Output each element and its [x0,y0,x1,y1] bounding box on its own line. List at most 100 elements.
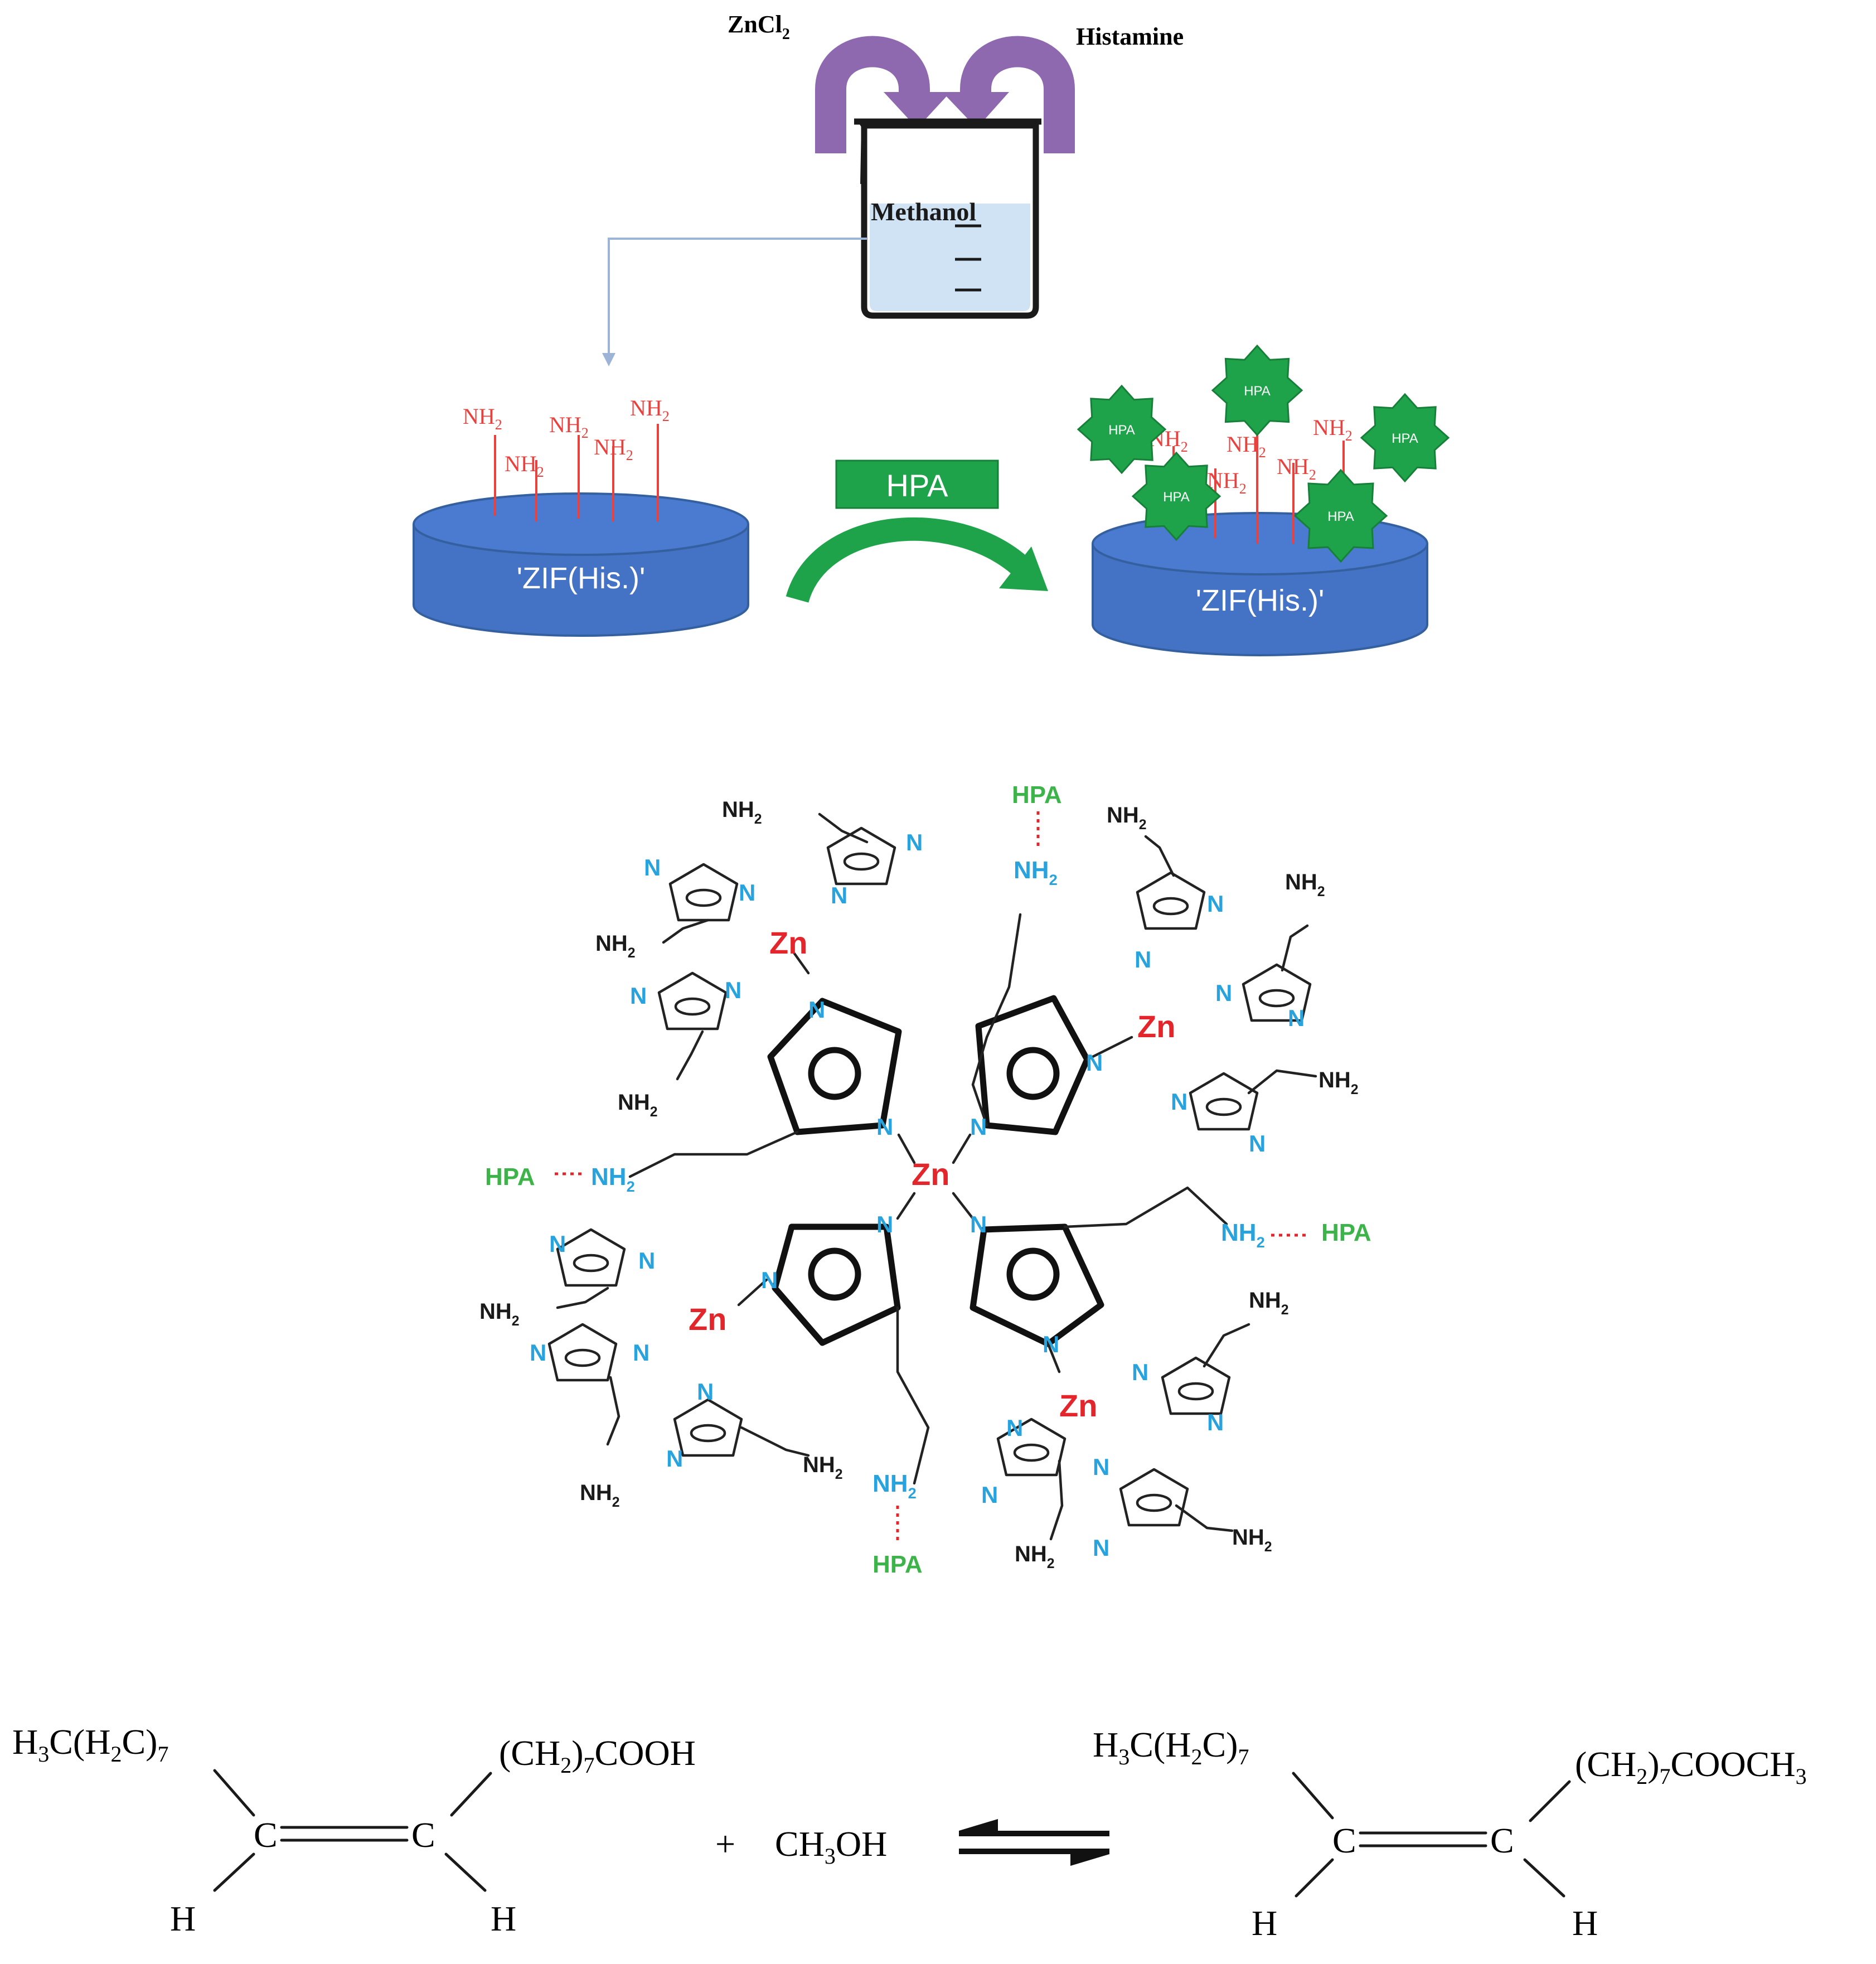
nitrogen-atom: N [876,1211,893,1237]
amine-label: NH2 [1285,870,1325,899]
esterification-reaction: H3C(H2C)7 (CH2)7COOH C C H H + CH3OH H3C… [12,1722,1807,1943]
nitrogen-atom: N [831,882,847,908]
transfer-arrow-icon [602,238,867,366]
amine-label: NH2 [722,797,762,827]
nitrogen-atom: N [633,1339,649,1366]
nitrogen-atom: N [761,1267,778,1293]
nitrogen-atom: N [644,854,661,881]
amine-label: NH2 [594,434,633,463]
amine-label: NH2 [1227,432,1266,461]
carbon-atom: C [411,1815,435,1855]
nitrogen-atom: N [970,1114,987,1140]
hpa-star-label: HPA [1327,509,1354,524]
imidazole-ring-icon [547,1323,618,1382]
reagent-histamine: Histamine [1076,23,1184,50]
zinc-atom: Zn [769,925,807,960]
amine-label: NH2 [1318,1068,1359,1097]
amine-label: NH2 [1232,1525,1272,1555]
nitrogen-atom: N [906,829,923,855]
nitrogen-atom: N [1207,1409,1224,1435]
amine-label: NH2 [1107,803,1147,833]
amine-label: NH2 [580,1481,620,1510]
support-label-right: 'ZIF(His.)' [1196,584,1325,617]
zinc-atom: Zn [1137,1009,1175,1044]
nitrogen-atom: N [549,1231,566,1257]
carbon-atom: C [254,1815,278,1855]
imidazole-ring-icon [673,1398,743,1457]
imidazole-ring-icon [668,863,739,922]
zinc-atom: Zn [689,1302,726,1337]
hpa-label: HPA [872,1551,923,1578]
hpa-box [835,459,999,509]
zinc-atom: Zn [1059,1388,1097,1423]
amine-label: NH2 [549,412,589,441]
imidazole-ring-icon [1136,871,1206,930]
imidazole-ring-icon [1119,1468,1189,1527]
solvent-label: Methanol [871,197,976,226]
nitrogen-atom: NH2 [591,1163,635,1195]
reagent-zncl2: ZnCl2 [728,11,790,43]
hpa-star-icon: HPA [1293,468,1388,563]
nitrogen-atom: N [1006,1415,1023,1441]
hpa-box-label: HPA [886,468,949,503]
amine-label: NH2 [463,404,502,433]
reactant-right-group: (CH2)7COOH [499,1733,696,1778]
amine-label: NH2 [803,1453,843,1482]
hpa-star-label: HPA [1392,431,1418,446]
nitrogen-atom: N [530,1339,546,1366]
imidazole-ring-icon [1242,963,1312,1022]
carbon-atom: C [1332,1821,1356,1860]
hydrogen-atom: H [1572,1903,1598,1943]
reagent-arrow-left-icon [815,36,951,153]
nitrogen-atom: N [1132,1359,1148,1385]
amine-label: NH2 [1207,468,1247,497]
hydrogen-atom: H [1252,1903,1277,1943]
synthesis-panel: ZnCl2 Histamine Methanol [602,11,1184,366]
hpa-star-label: HPA [1108,423,1135,438]
zinc-atom: Zn [912,1157,949,1192]
imidazole-ring-icon [1189,1072,1259,1131]
amine-label: NH2 [1313,415,1353,444]
nitrogen-atom: N [666,1445,683,1472]
hpa-label: HPA [485,1163,535,1191]
hpa-label: HPA [1012,781,1062,809]
hpa-star-label: HPA [1244,384,1271,399]
nitrogen-atom: N [1171,1089,1187,1115]
support-disk-left: 'ZIF(His.)' [413,492,749,637]
nitrogen-atom: N [1215,980,1232,1006]
nitrogen-atom: N [1093,1535,1109,1561]
methyl-oleate: H3C(H2C)7 (CH2)7COOCH3 C C H H [1093,1725,1807,1943]
reactant-left-group: H3C(H2C)7 [12,1722,168,1767]
central-rings [767,995,1104,1347]
immobilization-panel: 'ZIF(His.)' NH2 NH2 NH2 NH2 NH2 HPA [413,344,1450,656]
amine-label: NH2 [1249,1288,1289,1318]
plus-sign: + [715,1824,735,1864]
nitrogen-atom: N [1093,1454,1109,1480]
methanol-reagent: CH3OH [775,1824,887,1869]
nitrogen-atom: N [1043,1331,1059,1357]
support-label-left: 'ZIF(His.)' [517,562,646,595]
nitrogen-atom: N [876,1114,893,1140]
nitrogen-atom: N [981,1482,998,1508]
hpa-star-icon: HPA [1360,393,1450,483]
nitrogen-atom: N [1135,946,1151,973]
beaker-icon: Methanol [854,118,1041,319]
nitrogen-atom: N [725,977,741,1003]
nitrogen-atom: N [739,879,755,906]
product-left-group: H3C(H2C)7 [1093,1725,1249,1769]
imidazole-ring-icon [826,826,896,886]
nitrogen-atom: N [808,996,825,1023]
hpa-star-icon: HPA [1131,451,1221,541]
zn-bonds [737,952,1133,1373]
nitrogen-atom: N [630,983,647,1009]
nitrogen-atom: N [1086,1049,1103,1076]
amine-groups-left [494,424,659,521]
imidazole-ring-icon [996,1418,1067,1477]
satellite-rings [547,812,1317,1541]
hpa-star-icon: HPA [1211,344,1303,437]
nitrogen-atom: NH2 [872,1470,917,1502]
amine-labels-left: NH2 NH2 NH2 NH2 NH2 [463,395,670,480]
amine-label: NH2 [1015,1542,1055,1571]
